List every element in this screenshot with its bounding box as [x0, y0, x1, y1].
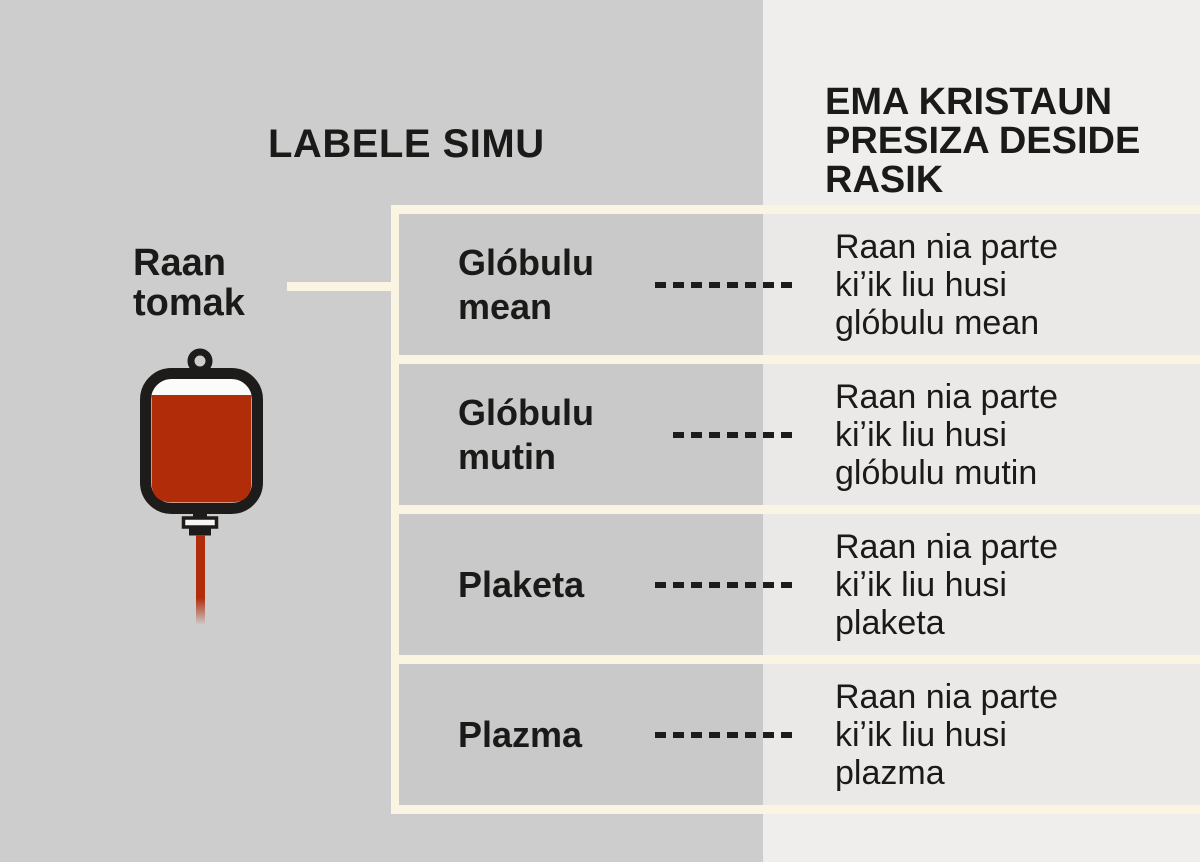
component-description: Raan nia parte kiʼik liu husi glóbulu me…: [835, 227, 1059, 342]
table-row: Plaketa Raan nia parte kiʼik liu husi pl…: [399, 505, 1200, 655]
right-background-panel: [763, 0, 1200, 862]
table-row: Plazma Raan nia parte kiʼik liu husi pla…: [399, 655, 1200, 805]
component-term: Glóbulu mean: [458, 241, 594, 327]
components-table: Glóbulu mean Raan nia parte kiʼik liu hu…: [391, 205, 1200, 814]
source-label: Raan tomak: [133, 242, 245, 324]
blood-bag-icon: [130, 342, 270, 637]
component-term: Plazma: [458, 713, 583, 755]
component-description: Raan nia parte kiʼik liu husi plaketa: [835, 527, 1059, 642]
dashed-line-icon: [673, 431, 792, 438]
component-term: Glóbulu mutin: [458, 391, 594, 477]
table-row: Glóbulu mutin Raan nia parte kiʼik liu h…: [399, 355, 1200, 505]
table-row: Glóbulu mean Raan nia parte kiʼik liu hu…: [399, 205, 1200, 355]
dashed-line-icon: [655, 581, 792, 588]
component-term: Plaketa: [458, 563, 585, 605]
table-bottom-border: [399, 805, 1200, 814]
dashed-line-icon: [655, 281, 792, 288]
dashed-line-icon: [655, 731, 792, 738]
right-column-header: EMA KRISTAUN PRESIZA DESIDE RASIK: [825, 81, 1141, 201]
left-column-header: LABELE SIMU: [268, 122, 545, 166]
component-description: Raan nia parte kiʼik liu husi glóbulu mu…: [835, 377, 1059, 492]
component-description: Raan nia parte kiʼik liu husi plazma: [835, 677, 1059, 792]
line-connector: [287, 282, 399, 291]
